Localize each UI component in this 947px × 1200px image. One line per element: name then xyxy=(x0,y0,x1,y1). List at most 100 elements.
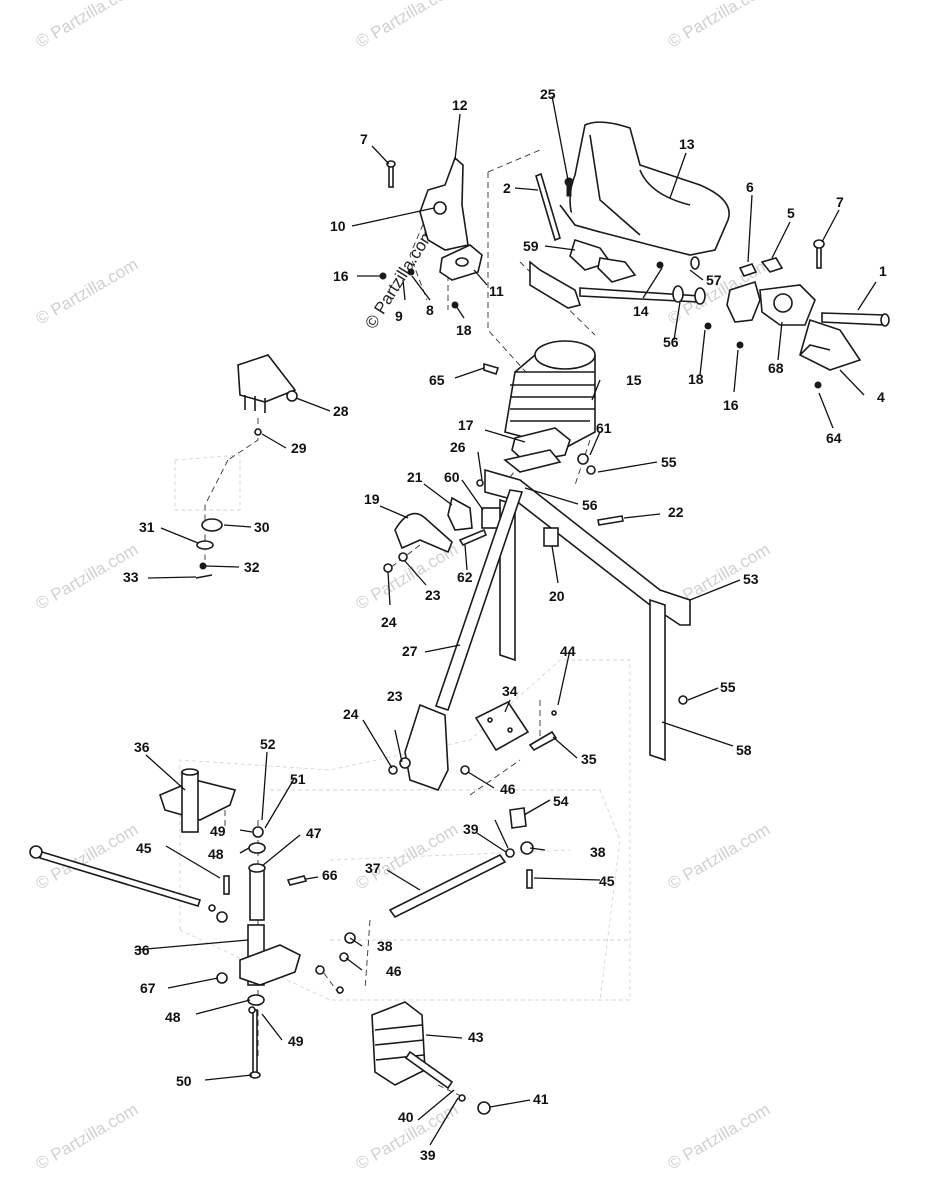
watermark: © Partzilla.com xyxy=(665,0,774,51)
callout-23a: 23 xyxy=(425,587,441,603)
callout-16b: 16 xyxy=(723,397,739,413)
bolt-50 xyxy=(249,1009,261,1079)
callout-53: 53 xyxy=(743,571,759,587)
callout-23b: 23 xyxy=(387,688,403,704)
callout-17: 17 xyxy=(458,417,474,433)
lever-27 xyxy=(404,489,524,791)
callout-49a: 49 xyxy=(210,823,226,839)
bracket-36-top xyxy=(159,768,237,833)
callout-8: 8 xyxy=(426,302,434,318)
callout-14: 14 xyxy=(633,303,649,319)
callout-67: 67 xyxy=(140,980,156,996)
callout-19: 19 xyxy=(364,491,380,507)
callout-45a: 45 xyxy=(136,840,152,856)
callout-65: 65 xyxy=(429,372,445,388)
watermark: © Partzilla.com xyxy=(33,1100,142,1174)
callout-54: 54 xyxy=(553,793,569,809)
bolt-62 xyxy=(458,528,488,547)
callout-44: 44 xyxy=(560,643,576,659)
callout-labels: 1 2 4 5 6 7 7 8 9 10 11 12 13 14 15 16 1… xyxy=(123,86,887,1163)
callout-37: 37 xyxy=(365,860,381,876)
callout-56b: 56 xyxy=(582,497,598,513)
callout-28: 28 xyxy=(333,403,349,419)
callout-64: 64 xyxy=(826,430,842,446)
bolt-35 xyxy=(528,730,558,752)
callout-18a: 18 xyxy=(456,322,472,338)
callout-11: 11 xyxy=(489,283,504,299)
callout-68: 68 xyxy=(768,360,784,376)
bracket-19 xyxy=(394,512,453,554)
bolt-66 xyxy=(286,875,308,886)
pivot-47 xyxy=(248,863,266,921)
callout-62: 62 xyxy=(457,569,473,585)
callout-46a: 46 xyxy=(500,781,516,797)
callout-26: 26 xyxy=(450,439,466,455)
rod-2 xyxy=(535,172,561,242)
callout-5: 5 xyxy=(787,205,795,221)
callout-39b: 39 xyxy=(420,1147,436,1163)
callout-31: 31 xyxy=(139,519,155,535)
bolt-7 xyxy=(813,239,825,269)
callout-47: 47 xyxy=(306,825,322,841)
watermark: © Partzilla.com xyxy=(33,255,142,329)
nuts-misc xyxy=(208,428,688,1102)
callout-36b: 36 xyxy=(134,942,150,958)
mount-17 xyxy=(503,427,571,473)
tie-rod-left xyxy=(29,845,228,923)
callout-41: 41 xyxy=(533,1091,549,1107)
bracket-59 xyxy=(569,238,637,283)
leader-lines xyxy=(134,95,877,1146)
bolt-45 xyxy=(223,875,230,895)
callout-22: 22 xyxy=(668,504,684,520)
callout-1: 1 xyxy=(879,263,887,279)
callout-38a: 38 xyxy=(590,844,606,860)
washer-31 xyxy=(196,540,214,550)
callout-50: 50 xyxy=(176,1073,192,1089)
callout-48a: 48 xyxy=(208,846,224,862)
callout-10: 10 xyxy=(330,218,346,234)
callout-35: 35 xyxy=(581,751,597,767)
callout-66: 66 xyxy=(322,867,338,883)
watermark: © Partzilla.com xyxy=(353,0,462,51)
plate-12 xyxy=(419,156,469,251)
block-11 xyxy=(439,244,483,281)
clip-20 xyxy=(543,527,559,547)
clamp-5 xyxy=(760,257,784,273)
callout-24a: 24 xyxy=(381,614,397,630)
callout-15: 15 xyxy=(626,372,642,388)
callout-55a: 55 xyxy=(661,454,677,470)
callout-4: 4 xyxy=(877,389,885,405)
callout-56a: 56 xyxy=(663,334,679,350)
callout-30: 30 xyxy=(254,519,270,535)
callout-60: 60 xyxy=(444,469,460,485)
callout-32: 32 xyxy=(244,559,260,575)
bolt-54 xyxy=(509,807,527,829)
switch-28 xyxy=(237,354,298,413)
screw-25 xyxy=(564,177,574,197)
callout-46b: 46 xyxy=(386,963,402,979)
callout-18b: 18 xyxy=(688,371,704,387)
bracket-4 xyxy=(799,318,862,371)
boot-43 xyxy=(371,1001,426,1086)
watermark: © Partzilla.com xyxy=(665,820,774,894)
block-68 xyxy=(726,280,816,326)
callout-48b: 48 xyxy=(165,1009,181,1025)
callout-25: 25 xyxy=(540,86,556,102)
callout-7b: 7 xyxy=(836,194,844,210)
callout-51: 51 xyxy=(290,771,306,787)
pin-65 xyxy=(483,362,500,376)
rod-40 xyxy=(404,1050,491,1115)
nut-32 xyxy=(199,562,207,570)
callout-39a: 39 xyxy=(463,821,479,837)
callout-7a: 7 xyxy=(360,131,368,147)
callout-49b: 49 xyxy=(288,1033,304,1049)
callout-29: 29 xyxy=(291,440,307,456)
plate-34 xyxy=(474,700,530,752)
callout-45b: 45 xyxy=(599,873,615,889)
callout-57: 57 xyxy=(706,272,722,288)
callout-2: 2 xyxy=(503,180,511,196)
pin-33 xyxy=(195,574,213,579)
seat-13 xyxy=(559,121,730,256)
